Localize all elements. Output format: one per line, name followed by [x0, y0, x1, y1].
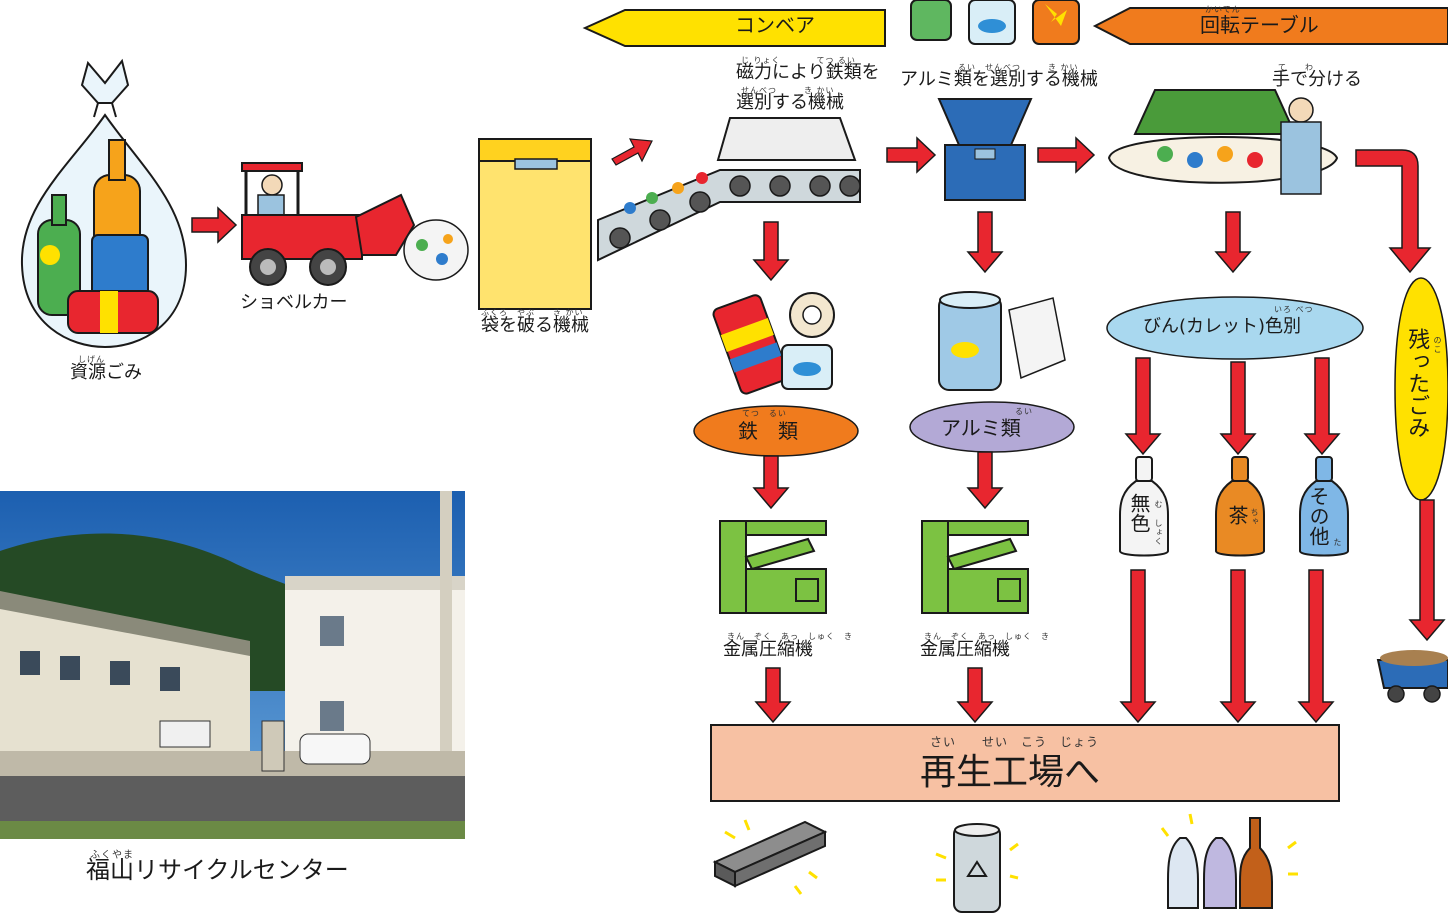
shovel-car-icon [241, 162, 469, 286]
aluminum-sorter-icon [937, 98, 1033, 201]
arrow-down-icon [966, 211, 1004, 274]
cullet-label: びん(カレット)色別 [1143, 316, 1302, 337]
arrow-right-icon [191, 206, 238, 244]
cullet-oval-shape [1106, 296, 1364, 360]
magnet-label-line1: 磁力により鉄類を [736, 62, 880, 83]
arrow-down-icon [1119, 569, 1157, 724]
magnet-ruby-2: せんべつ き かい [741, 86, 835, 95]
arrow-bent-icon [1355, 149, 1432, 274]
clear-label: 無色 [1127, 493, 1151, 533]
recycle-center-photo [0, 491, 465, 839]
arrow-down-icon [752, 455, 790, 510]
bottle-icon [1299, 456, 1349, 557]
garbage-bag-icon [20, 58, 188, 349]
iron-label: 鉄 類 [738, 419, 798, 443]
arrow-down-icon [752, 221, 790, 282]
bag-breaker-label: 袋を破る機械 [481, 315, 589, 336]
brown-ruby: ちゃ [1250, 508, 1259, 526]
compressor-ruby-1: きん ぞく あっ しゅく き [727, 632, 853, 641]
aluminum-sorter-label: アルミ類を選別する機械 [900, 69, 1098, 90]
leftover-ruby: のこ [1433, 336, 1442, 354]
arrow-right-icon [1037, 136, 1096, 174]
steel-beam-icon [712, 819, 828, 895]
rotary-table-label: 回転テーブル [1200, 13, 1319, 37]
arrow-down-icon [1297, 569, 1335, 724]
iron-ruby: てつ るい [742, 409, 787, 418]
brown-label: 茶 [1225, 505, 1249, 525]
rotary-table-icon [1107, 89, 1339, 195]
rotary-table-ruby: かいてん [1205, 5, 1241, 14]
compressor-icon [921, 520, 1029, 614]
hand-sort-label: 手で分ける [1272, 69, 1362, 90]
resource-garbage-label: 資源ごみ [70, 362, 142, 383]
hand-sort-ruby: て わ [1278, 63, 1314, 72]
clear-ruby: む しょく [1154, 500, 1163, 546]
compressor-ruby-2: きん ぞく あっ しゅく き [924, 632, 1050, 641]
recycle-factory-box [710, 724, 1340, 802]
arrow-down-icon [956, 667, 994, 724]
compressor1-label: 金属圧縮機 [723, 639, 813, 660]
arrow-down-icon [966, 451, 1004, 510]
compressor-icon [719, 520, 827, 614]
other-label: その他 [1306, 486, 1330, 546]
arrow-down-icon [1408, 499, 1446, 642]
cullet-ruby: いろ べつ [1274, 305, 1314, 314]
other-ruby: た [1333, 538, 1342, 547]
sorted-cans-top-icon [910, 0, 1080, 45]
arrow-right-icon [886, 136, 937, 174]
center-name-ruby: ふくやま [90, 850, 134, 861]
recycle-factory-ruby: さい せい こう じょう [930, 735, 1100, 749]
conveyor-banner-shape [582, 9, 886, 47]
arrow-down-icon [1219, 361, 1257, 456]
arrow-down-icon [1124, 357, 1162, 456]
bottle-icon [1119, 456, 1169, 557]
magnet-label-line2: 選別する機械 [736, 92, 844, 113]
center-name-label: 福山リサイクルセンター [86, 856, 349, 884]
aluminum-sorter-ruby: るい せんべつ き かい [958, 63, 1079, 72]
aluminum-can-icon [938, 291, 1066, 391]
recycled-can-icon [935, 823, 1019, 913]
dump-truck-icon [1376, 650, 1448, 703]
arrow-down-icon [1303, 357, 1341, 456]
arrow-down-icon [1214, 211, 1252, 274]
aluminum-label: アルミ類 [941, 416, 1021, 440]
arrow-down-icon [1219, 569, 1257, 724]
recycled-bottles-icon [1160, 813, 1298, 909]
aluminum-ruby: るい [1015, 407, 1033, 416]
conveyor-label: コンベア [735, 13, 815, 37]
leftover-label: 残ったごみ [1404, 328, 1430, 438]
magnet-ruby-1: じ りょく てつ るい [741, 56, 856, 65]
steel-cans-icon [712, 292, 835, 395]
conveyor-belt-icon [597, 117, 861, 262]
bottle-icon [1215, 456, 1265, 557]
recycle-factory-label: 再生工場へ [920, 752, 1101, 793]
bag-breaker-ruby: ふくろ やぶ き かい [481, 308, 584, 317]
shovel-car-label: ショベルカー [240, 292, 348, 313]
compressor2-label: 金属圧縮機 [920, 639, 1010, 660]
rotary-table-banner-shape [1092, 7, 1448, 45]
arrow-down-icon [754, 667, 792, 724]
resource-garbage-ruby: しげん [78, 355, 105, 364]
arrow-diagonal-icon [611, 138, 653, 166]
bag-breaker-icon [478, 138, 592, 310]
